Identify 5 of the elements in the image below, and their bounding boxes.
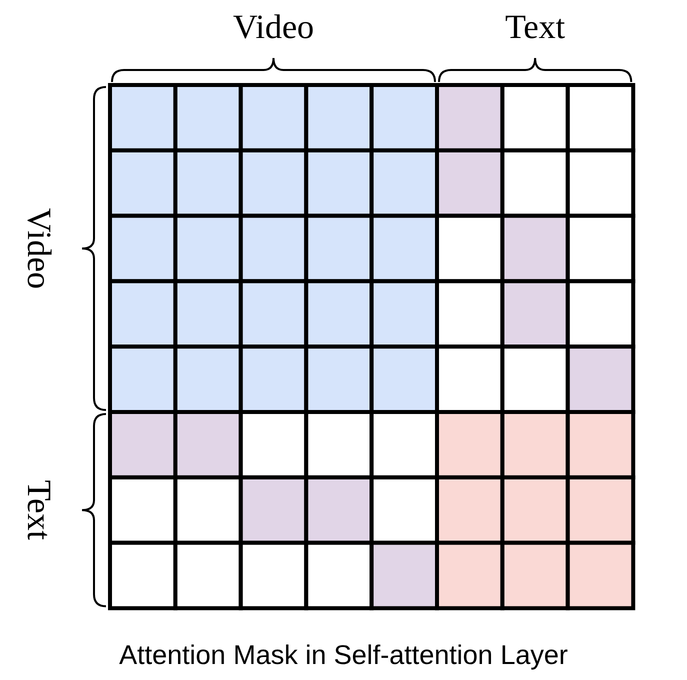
axis-label: Video (233, 11, 314, 45)
axis-label: Text (505, 11, 566, 45)
axis-label: Text (21, 480, 55, 540)
caption: Attention Mask in Self-attention Layer (118, 640, 569, 671)
axis-label: Video (21, 208, 55, 290)
